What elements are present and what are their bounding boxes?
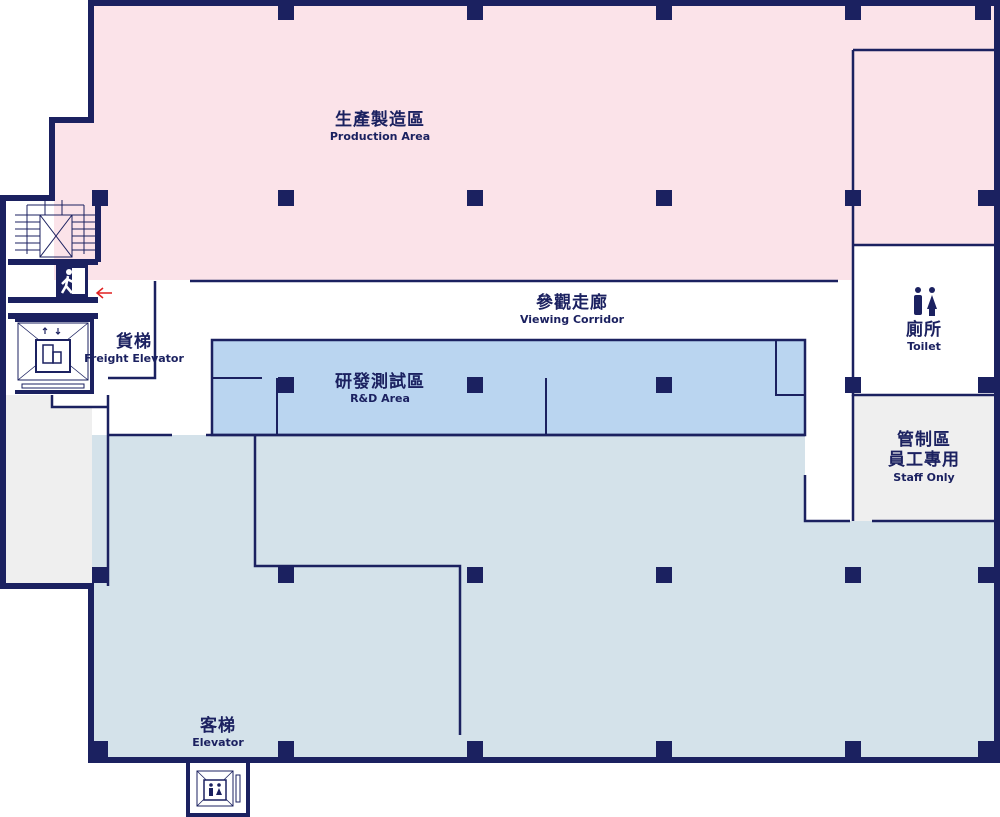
production-area-notch xyxy=(54,122,94,280)
corridor-zh: 參觀走廊 xyxy=(536,293,608,313)
toilet-en: Toilet xyxy=(907,340,941,354)
freight-elevator-icon xyxy=(17,322,89,389)
toilet-zh: 廁所 xyxy=(906,320,942,340)
production-area-label: 生產製造區 Production Area xyxy=(330,110,430,144)
rnd-zh: 研發測試區 xyxy=(335,372,425,392)
corridor-en: Viewing Corridor xyxy=(519,313,625,327)
production-en: Production Area xyxy=(329,130,431,144)
staff-zh2: 員工專用 xyxy=(888,450,960,471)
freight-elevator-label: 貨梯 Freight Elevator xyxy=(84,332,184,366)
production-area[interactable] xyxy=(92,4,994,280)
elevator-label: 客梯 Elevator xyxy=(192,716,244,750)
corridor-label: 參觀走廊 Viewing Corridor xyxy=(520,293,624,327)
stairs-icon xyxy=(15,200,96,258)
production-zh: 生產製造區 xyxy=(335,110,425,130)
staff-only-label: 管制區 員工專用 Staff Only xyxy=(888,430,960,484)
staff-en: Staff Only xyxy=(893,470,955,484)
rnd-area-label: 研發測試區 R&D Area xyxy=(335,372,425,406)
emergency-exit-icon xyxy=(56,265,88,297)
corridor[interactable] xyxy=(108,281,853,341)
elevator-en: Elevator xyxy=(192,736,244,750)
passenger-elevator-icon xyxy=(196,770,241,807)
staff-only-area[interactable] xyxy=(853,395,994,521)
exit-arrow-icon xyxy=(95,287,112,299)
toilet-area[interactable] xyxy=(853,246,994,394)
lower-left-white xyxy=(52,395,108,407)
toilet-label: 廁所 Toilet xyxy=(906,320,942,354)
toilet-icon xyxy=(914,287,937,316)
elevator-zh: 客梯 xyxy=(200,716,236,736)
lower-left-corridor xyxy=(108,341,212,435)
left-gray-room xyxy=(6,395,92,585)
freight-zh: 貨梯 xyxy=(116,332,152,352)
staff-zh1: 管制區 xyxy=(897,430,951,450)
freight-en: Freight Elevator xyxy=(84,352,184,366)
columns xyxy=(92,4,994,757)
rnd-area[interactable] xyxy=(212,341,805,435)
right-corridor xyxy=(805,341,853,521)
rnd-en: R&D Area xyxy=(350,392,410,406)
